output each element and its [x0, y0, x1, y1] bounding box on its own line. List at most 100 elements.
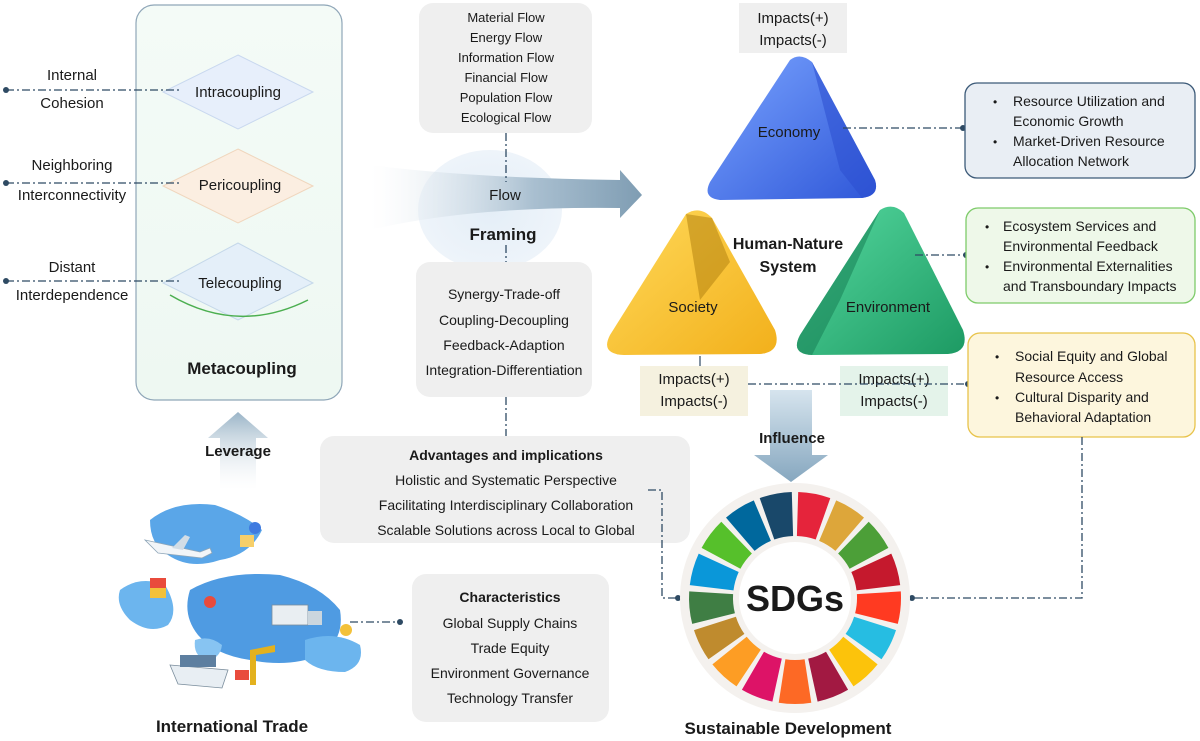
- environment-fold: [796, 210, 880, 355]
- flow-item: Financial Flow: [464, 70, 548, 85]
- environment-info-box: [965, 207, 1196, 304]
- sdg-goal-tile: [819, 500, 864, 551]
- society-item-line: Social Equity and Global: [1015, 348, 1168, 364]
- economy-triangle: [707, 56, 877, 200]
- sdgs-center: [739, 542, 851, 654]
- sdg-goal-tile: [741, 651, 782, 702]
- advantages-title: Advantages and implications: [409, 447, 603, 463]
- environment-item-line: and Transboundary Impacts: [1003, 278, 1177, 294]
- characteristic-item: Environment Governance: [431, 665, 590, 681]
- airplane-icon: [143, 535, 213, 559]
- environment-item-line: Environmental Externalities: [1003, 258, 1173, 274]
- sdg-goal-tile: [855, 591, 902, 624]
- economy-bullet-icon: •: [993, 135, 997, 149]
- sdg-goal-tile: [851, 553, 901, 591]
- cohesion-label: Cohesion: [40, 95, 103, 112]
- advantage-item: Holistic and Systematic Perspective: [395, 472, 617, 488]
- cargo-ship-icon: [169, 655, 229, 689]
- pericoupling-label: Pericoupling: [199, 177, 282, 194]
- economy-item-line: Economic Growth: [1013, 113, 1123, 129]
- flow-item: Ecological Flow: [461, 110, 552, 125]
- society-impacts-box: [640, 366, 748, 416]
- flows-box: [419, 3, 592, 133]
- environment-triangle: [796, 206, 965, 355]
- sdg-goal-tile: [712, 636, 761, 687]
- advantages-sdgs-dot: [675, 595, 681, 601]
- economy-impact-negative: Impacts(-): [759, 32, 827, 49]
- society-item-line: Cultural Disparity and: [1015, 389, 1149, 405]
- sustainable-development-label: Sustainable Development: [685, 719, 892, 738]
- sdg-goal-tile: [726, 500, 771, 551]
- influence-arrow: [754, 390, 828, 482]
- flow-arrow: [370, 165, 642, 230]
- society-item-line: Resource Access: [1015, 369, 1123, 385]
- relations-box: [416, 262, 592, 397]
- leverage-label: Leverage: [205, 443, 271, 460]
- intracoupling-diamond: [161, 54, 315, 130]
- economy-bullet-icon: •: [993, 95, 997, 109]
- environment-impact-positive: Impacts(+): [858, 371, 929, 388]
- pericoupling-dot: [3, 180, 9, 186]
- telecoupling-underline: [169, 294, 309, 318]
- characteristics-title: Characteristics: [459, 589, 560, 605]
- economy-impacts-box: [739, 3, 847, 53]
- flow-item: Population Flow: [460, 90, 553, 105]
- sdg-goal-tile: [778, 659, 812, 704]
- containers-icon: [150, 578, 249, 680]
- flow-item: Material Flow: [467, 10, 545, 25]
- economy-label: Economy: [758, 124, 821, 141]
- sdg-goal-tile: [838, 521, 889, 569]
- location-pin-icon: [204, 522, 352, 636]
- sdg-goal-tile: [808, 651, 849, 702]
- relation-item: Feedback-Adaption: [443, 337, 564, 353]
- intracoupling-label: Intracoupling: [195, 84, 281, 101]
- pericoupling-diamond: [161, 148, 315, 224]
- environment-label: Environment: [846, 299, 931, 316]
- human-nature-title: Human-Nature: [733, 236, 843, 253]
- society-impact-negative: Impacts(-): [660, 393, 728, 410]
- interconnectivity-label: Interconnectivity: [18, 187, 127, 204]
- characteristics-box: [412, 574, 609, 722]
- package-icon: [240, 535, 254, 547]
- economy-item-line: Allocation Network: [1013, 153, 1130, 169]
- environment-bullet-icon: •: [985, 220, 989, 234]
- framing-label: Framing: [469, 225, 536, 244]
- system-title: System: [760, 259, 817, 276]
- economy-fold: [812, 62, 877, 198]
- society-bullet-icon: •: [995, 350, 999, 364]
- flow-item: Energy Flow: [470, 30, 543, 45]
- society-label: Society: [668, 299, 718, 316]
- influence-label: Influence: [759, 430, 825, 447]
- advantage-item: Scalable Solutions across Local to Globa…: [377, 522, 635, 538]
- internal-label: Internal: [47, 67, 97, 84]
- relation-item: Integration-Differentiation: [426, 362, 583, 378]
- distant-label: Distant: [49, 259, 97, 276]
- sdg-goal-tile: [829, 636, 878, 687]
- sdg-goal-tile: [701, 521, 752, 569]
- sdg-goal-tile: [689, 553, 739, 591]
- society-sdgs-dot: [909, 595, 915, 601]
- telecoupling-dot: [3, 278, 9, 284]
- economy-impact-positive: Impacts(+): [757, 10, 828, 27]
- truck-icon: [271, 604, 322, 626]
- sdg-goal-tile: [845, 616, 896, 660]
- society-to-sdgs-connector: [912, 437, 1083, 599]
- sdgs-wheel: [688, 492, 902, 704]
- flow-label: Flow: [489, 187, 521, 204]
- sdg-goal-tile: [796, 492, 831, 540]
- environment-impact-negative: Impacts(-): [860, 393, 928, 410]
- society-impact-positive: Impacts(+): [658, 371, 729, 388]
- neighboring-label: Neighboring: [32, 157, 113, 174]
- characteristic-item: Technology Transfer: [447, 690, 573, 706]
- international-trade-label: International Trade: [156, 717, 308, 736]
- sdg-goal-tile: [688, 591, 735, 624]
- advantage-item: Facilitating Interdisciplinary Collabora…: [379, 497, 633, 513]
- society-item-line: Behavioral Adaptation: [1015, 409, 1151, 425]
- economy-item-line: Market-Driven Resource: [1013, 133, 1165, 149]
- environment-bullet-icon: •: [985, 260, 989, 274]
- telecoupling-diamond: [161, 242, 315, 321]
- sdg-goal-tile: [759, 492, 794, 540]
- leverage-arrow: [208, 412, 268, 490]
- environment-item-line: Ecosystem Services and: [1003, 218, 1156, 234]
